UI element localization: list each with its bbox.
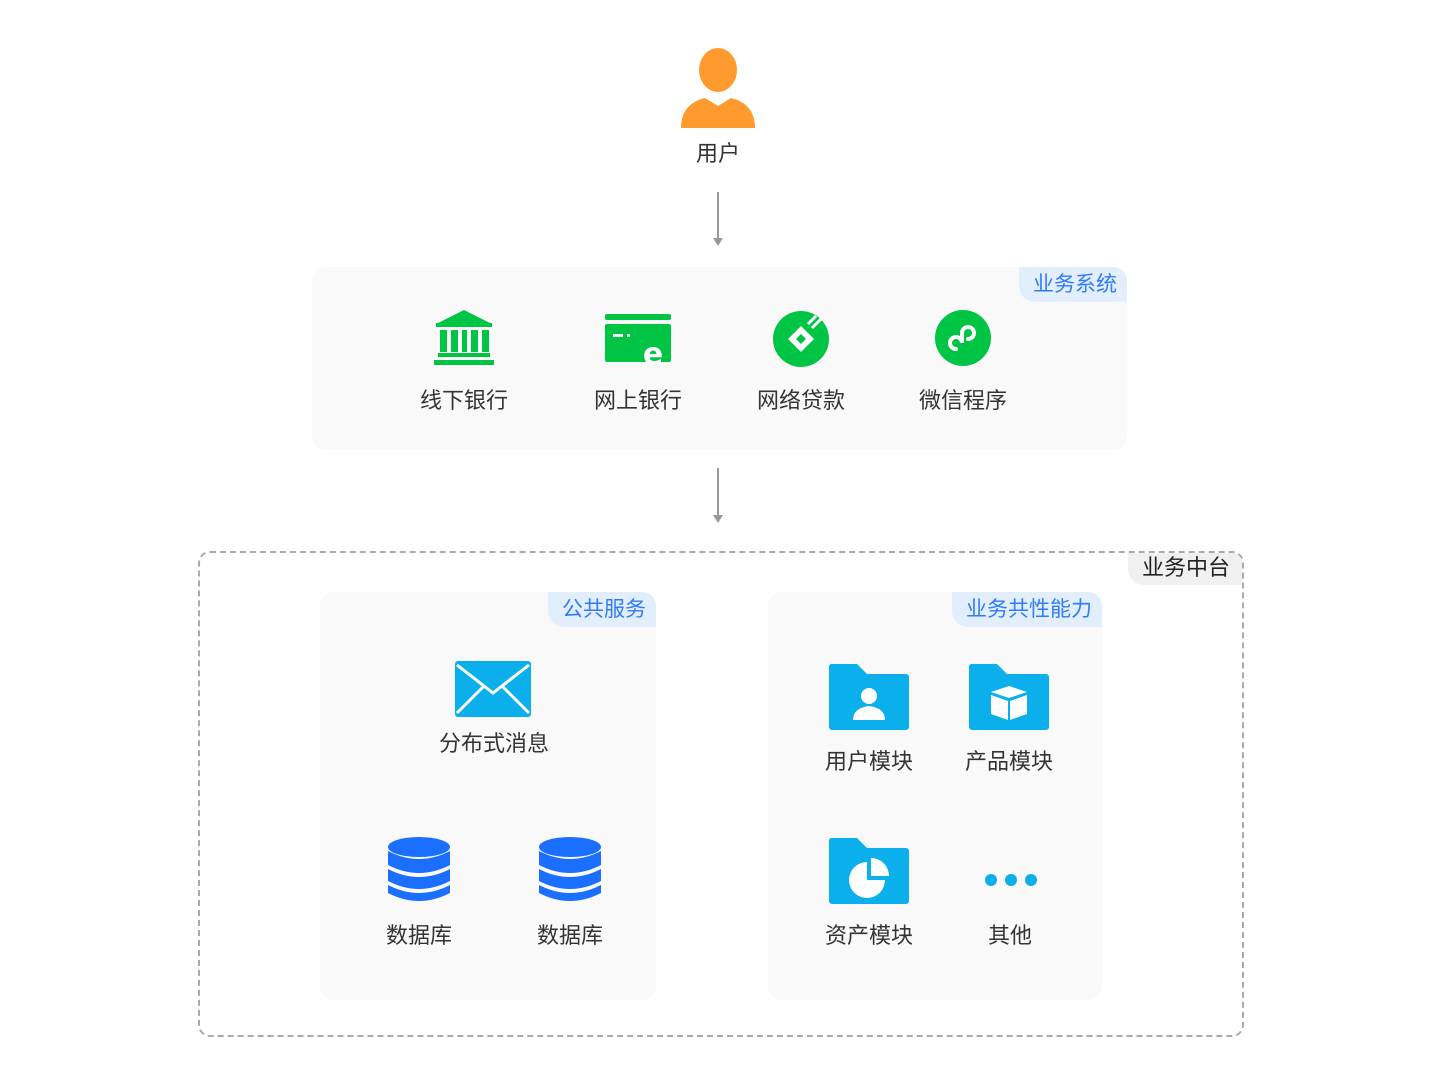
more-icon <box>985 874 1037 886</box>
user-icon <box>681 48 755 128</box>
item-offline-bank: 线下银行 <box>419 389 508 414</box>
item-online-bank: 网上银行 <box>593 389 682 414</box>
item-online-loan: 网络贷款 <box>756 389 845 414</box>
item-database-1: 数据库 <box>385 924 452 949</box>
item-asset-module: 资产模块 <box>824 924 913 949</box>
business-system-panel: 业务系统 <box>312 267 1127 450</box>
arrow-user-to-system <box>713 192 723 246</box>
item-other: 其他 <box>987 924 1032 949</box>
common-capabilities-panel: 业务共性能力 <box>768 592 1102 1000</box>
database-icon <box>539 837 601 901</box>
loan-icon <box>773 311 829 367</box>
business-system-tag: 业务系统 <box>1019 267 1127 302</box>
online-bank-icon: e <box>605 314 671 364</box>
item-product-module: 产品模块 <box>964 750 1053 775</box>
item-user-module: 用户模块 <box>824 750 913 775</box>
item-wechat-program: 微信程序 <box>918 389 1007 414</box>
common-capabilities-tag: 业务共性能力 <box>952 592 1102 627</box>
arrow-system-to-platform <box>713 468 723 523</box>
user-label: 用户 <box>695 142 740 167</box>
bank-icon <box>434 310 494 365</box>
product-folder-icon <box>969 664 1049 730</box>
envelope-icon <box>455 661 531 717</box>
item-database-2: 数据库 <box>536 924 603 949</box>
public-services-panel: 公共服务 <box>320 592 656 1000</box>
svg-text:e: e <box>643 337 663 364</box>
item-distributed-message: 分布式消息 <box>438 732 549 757</box>
public-services-tag: 公共服务 <box>548 592 656 627</box>
middle-platform-frame: 业务中台 <box>198 551 1244 1037</box>
database-icon <box>388 837 450 901</box>
middle-platform-tag: 业务中台 <box>1127 553 1242 585</box>
mini-program-icon <box>935 310 991 366</box>
asset-folder-icon <box>829 838 909 904</box>
user-folder-icon <box>829 664 909 730</box>
